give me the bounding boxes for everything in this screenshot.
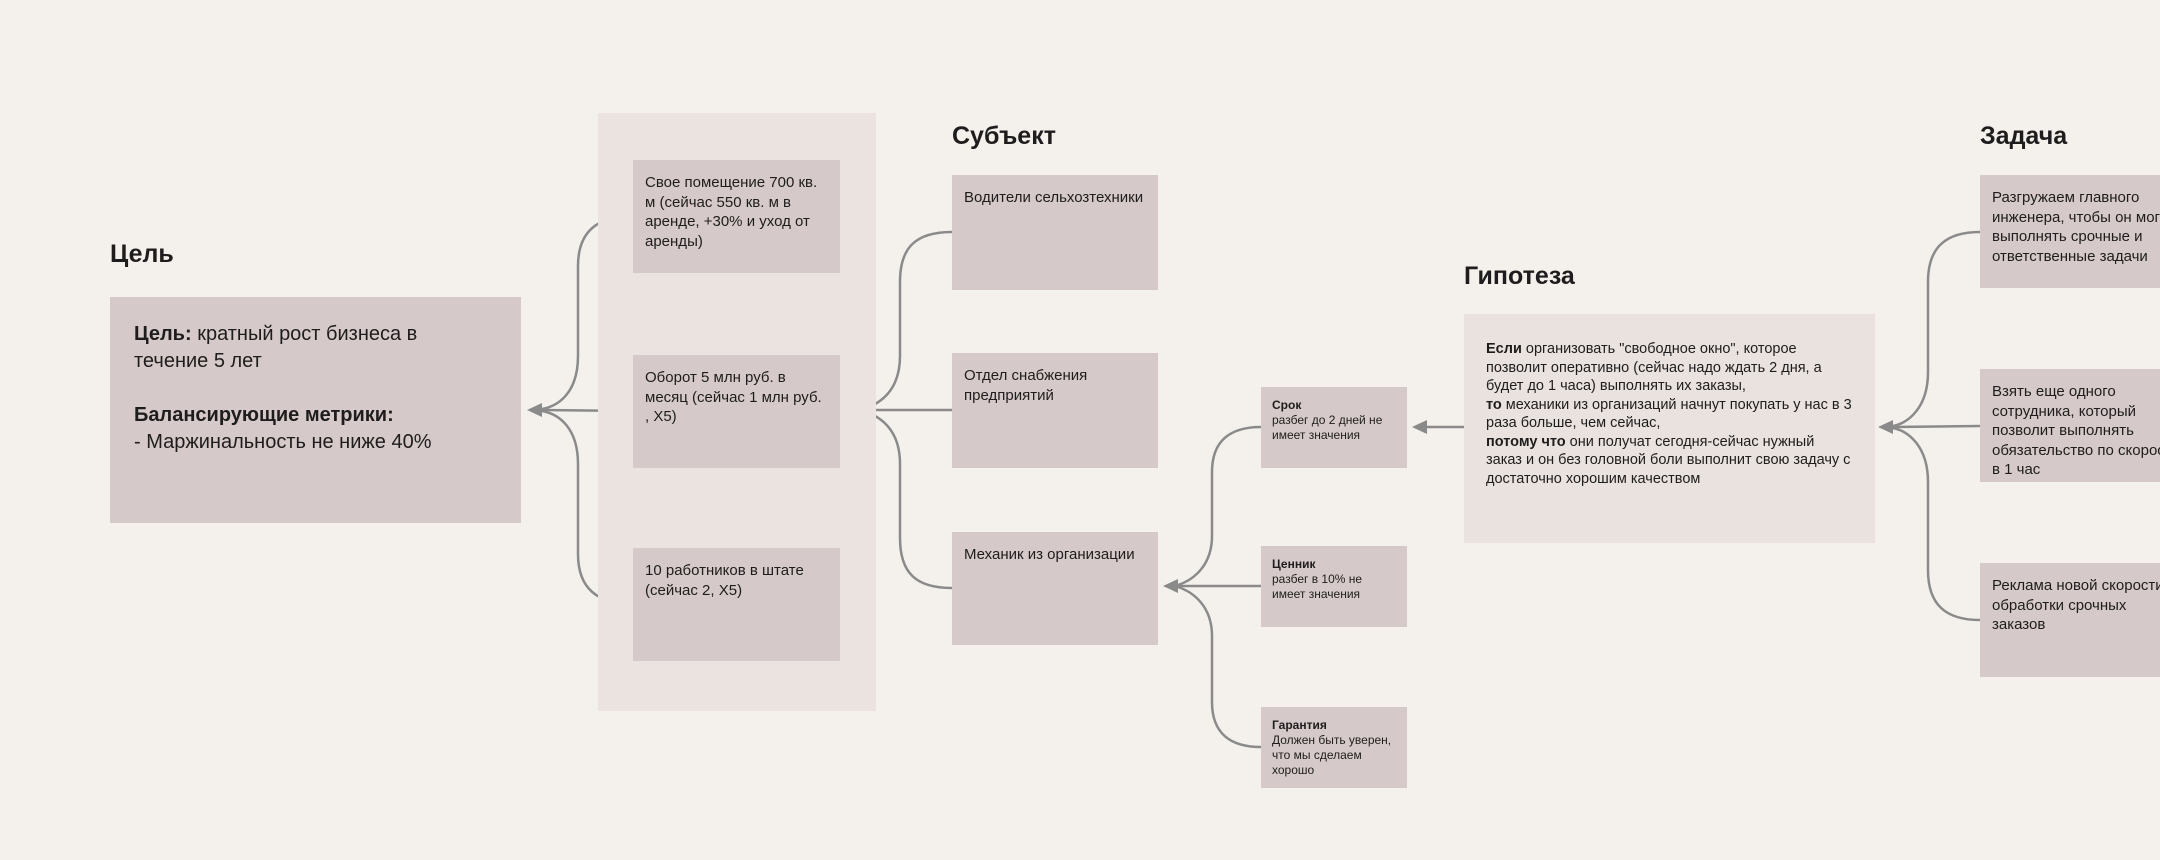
criterion-text: разбег в 10% не имеет значения xyxy=(1272,572,1363,601)
subject-card-text: Отдел снабжения предприятий xyxy=(964,367,1088,404)
task-card-text: Разгружаем главного инженера, чтобы он м… xyxy=(1992,189,2160,265)
goal-text: Цель: кратный рост бизнеса в течение 5 л… xyxy=(134,323,418,372)
hypothesis-then: то механики из организаций начнут покупа… xyxy=(1486,396,1852,432)
hypothesis-because: потому что они получат сегодня-сейчас ну… xyxy=(1486,433,1851,487)
arrowhead-left-icon xyxy=(527,403,542,417)
criterion-card-price[interactable]: Ценник разбег в 10% не имеет значения xyxy=(1261,546,1407,627)
subject-card-text: Механик из организации xyxy=(964,546,1135,563)
subject-card-drivers[interactable]: Водители сельхозтехники xyxy=(952,175,1158,290)
arrowhead-left-icon xyxy=(1412,420,1427,434)
task-card-hire-employee[interactable]: Взять еще одного сотрудника, который поз… xyxy=(1980,369,2160,482)
criterion-card-warranty[interactable]: Гарантия Должен быть уверен, что мы сдел… xyxy=(1261,707,1407,788)
metric-card-text: 10 работников в штате (сейчас 2, Х5) xyxy=(645,562,804,599)
criterion-title: Ценник xyxy=(1272,557,1316,571)
arrowhead-left-icon xyxy=(1163,579,1178,593)
arrowhead-left-icon xyxy=(1878,420,1893,434)
subject-card-mechanic[interactable]: Механик из организации xyxy=(952,532,1158,645)
subject-header: Субъект xyxy=(952,122,1056,150)
hypothesis-card[interactable]: Если организовать "свободное окно", кото… xyxy=(1464,314,1875,543)
criterion-text: Должен быть уверен, что мы сделаем хорош… xyxy=(1272,733,1392,777)
task-card-advertising[interactable]: Реклама новой скорости обработки срочных… xyxy=(1980,563,2160,677)
task-card-text: Реклама новой скорости обработки срочных… xyxy=(1992,577,2160,633)
goal-header: Цель xyxy=(110,240,174,268)
goal-metrics: Балансирующие метрики:- Маржинальность н… xyxy=(134,404,432,453)
subject-card-procurement[interactable]: Отдел снабжения предприятий xyxy=(952,353,1158,468)
metric-card-premises[interactable]: Свое помещение 700 кв. м (сейчас 550 кв.… xyxy=(633,160,840,273)
connector-criteria-to-mechanic xyxy=(1163,425,1263,749)
metric-card-turnover[interactable]: Оборот 5 млн руб. в месяц (сейчас 1 млн … xyxy=(633,355,840,468)
criterion-title: Срок xyxy=(1272,398,1302,412)
hypothesis-header: Гипотеза xyxy=(1464,262,1575,290)
subject-card-text: Водители сельхозтехники xyxy=(964,189,1144,206)
connector-hypothesis-to-term xyxy=(1412,420,1466,434)
goal-card[interactable]: Цель: кратный рост бизнеса в течение 5 л… xyxy=(110,297,521,523)
metric-card-text: Свое помещение 700 кв. м (сейчас 550 кв.… xyxy=(645,174,818,250)
task-card-text: Взять еще одного сотрудника, который поз… xyxy=(1992,383,2160,478)
connector-tasks-to-hypothesis xyxy=(1878,230,1982,622)
criterion-title: Гарантия xyxy=(1272,718,1327,732)
metric-card-text: Оборот 5 млн руб. в месяц (сейчас 1 млн … xyxy=(645,369,822,425)
criterion-text: разбег до 2 дней не имеет значения xyxy=(1272,413,1383,442)
criterion-card-term[interactable]: Срок разбег до 2 дней не имеет значения xyxy=(1261,387,1407,468)
task-card-unload-engineer[interactable]: Разгружаем главного инженера, чтобы он м… xyxy=(1980,175,2160,288)
task-header: Задача xyxy=(1980,122,2068,150)
hypothesis-if: Если организовать "свободное окно", кото… xyxy=(1486,341,1822,394)
metric-card-staff[interactable]: 10 работников в штате (сейчас 2, Х5) xyxy=(633,548,840,661)
